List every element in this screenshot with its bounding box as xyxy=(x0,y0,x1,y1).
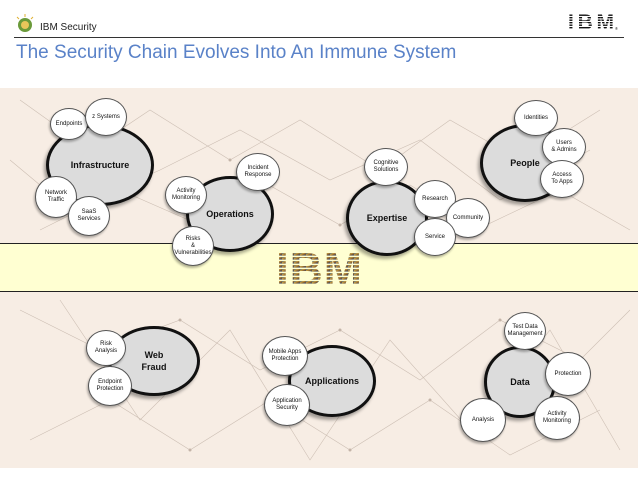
ibm-logo-top-text: IBM xyxy=(568,12,614,32)
header-rule xyxy=(14,37,624,38)
ibm-strip xyxy=(0,243,638,292)
identities-node: Identities xyxy=(514,100,558,136)
header-label: IBM Security xyxy=(40,22,97,33)
ibm-logo-mosaic: IBM xyxy=(276,243,364,295)
risks-vulnerabilities-node: Risks & Vulnerabilities xyxy=(172,226,214,266)
ibm-security-badge-icon xyxy=(16,14,34,32)
risk-analysis-node: Risk Analysis xyxy=(86,330,126,366)
data-activity-monitoring-node: Activity Monitoring xyxy=(534,396,580,440)
endpoint-protection-node: Endpoint Protection xyxy=(88,366,132,406)
protection-node: Protection xyxy=(545,352,591,396)
activity-monitoring-node: Activity Monitoring xyxy=(165,176,207,214)
svg-text:®: ® xyxy=(615,26,618,31)
cognitive-solutions-node: Cognitive Solutions xyxy=(364,148,408,186)
endpoints-node: Endpoints xyxy=(50,108,88,140)
service-node: Service xyxy=(414,218,456,256)
test-data-management-node: Test Data Management xyxy=(504,312,546,350)
saas-services-node: SaaS Services xyxy=(68,196,110,236)
page-title: The Security Chain Evolves Into An Immun… xyxy=(16,42,457,63)
ibm-logo-mosaic-text: IBM xyxy=(276,249,362,287)
ibm-logo-top: IBM ® xyxy=(568,11,620,37)
analysis-node: Analysis xyxy=(460,398,506,442)
application-security-node: Application Security xyxy=(264,384,310,426)
access-to-apps-node: Access To Apps xyxy=(540,160,584,198)
users-admins-node: Users & Admins xyxy=(542,128,586,166)
incident-response-node: Incident Response xyxy=(236,153,280,191)
mobile-apps-protection-node: Mobile Apps Protection xyxy=(262,336,308,376)
z-systems-node: z Systems xyxy=(85,98,127,136)
